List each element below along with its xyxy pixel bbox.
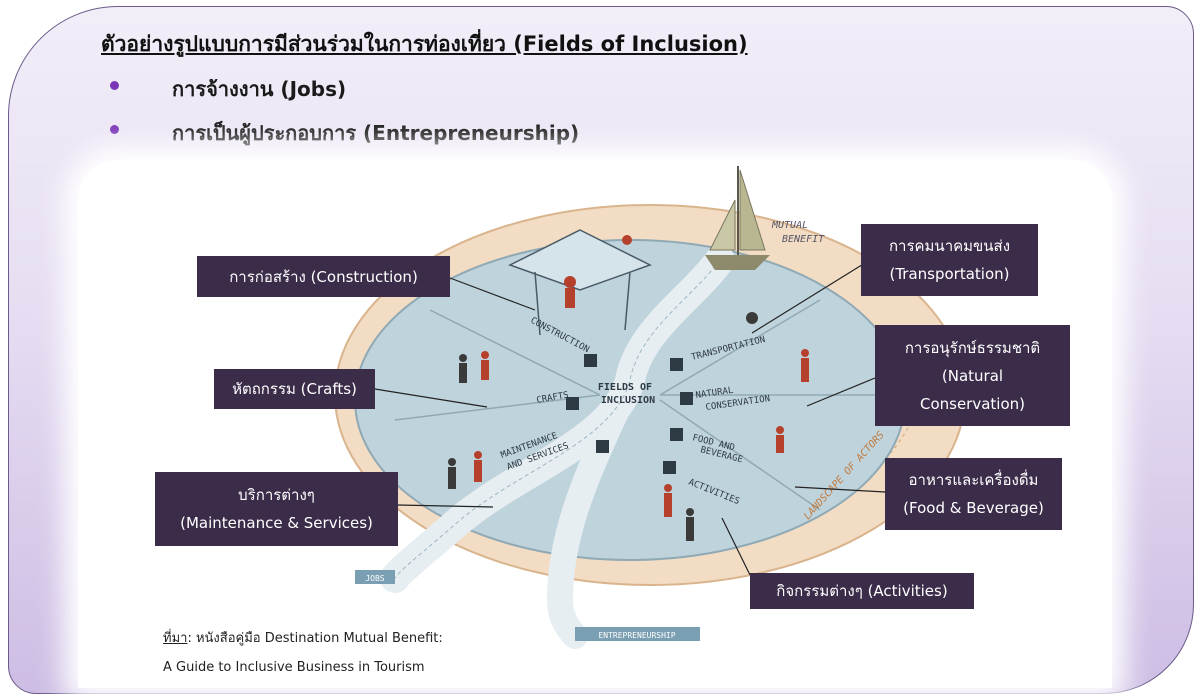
callout-text: (Food & Beverage) <box>903 499 1044 517</box>
source-text: : หนังสือคู่มือ Destination Mutual Benef… <box>187 631 443 646</box>
mutual-benefit-line: BENEFIT <box>782 234 825 245</box>
callout-text: การคมนาคมขนส่ง <box>888 237 1011 255</box>
callout-natural-conservation: การอนุรักษ์ธรรมชาติ (Natural Conservatio… <box>875 325 1070 426</box>
vehicle-icon <box>670 358 683 371</box>
callout-food-beverage: อาหารและเครื่องดื่ม (Food & Beverage) <box>885 458 1062 530</box>
bullet-text: การจ้างงาน (Jobs) <box>172 77 347 101</box>
center-label: FIELDS OF INCLUSION <box>598 382 658 406</box>
callout-construction: การก่อสร้าง (Construction) <box>197 256 450 297</box>
service-icon <box>596 440 609 453</box>
callout-text: (Maintenance & Services) <box>180 514 373 532</box>
hammer-icon <box>584 354 597 367</box>
callout-text: การก่อสร้าง (Construction) <box>229 267 418 286</box>
bullet-dot-icon <box>110 125 119 134</box>
mutual-benefit-line: MUTUAL <box>771 220 808 231</box>
callout-activities: กิจกรรมต่างๆ (Activities) <box>750 573 974 609</box>
food-icon <box>670 428 683 441</box>
sector-icons <box>566 354 693 474</box>
source-citation: ที่มา: หนังสือคู่มือ Destination Mutual … <box>163 624 443 682</box>
callout-text: บริการต่างๆ <box>238 486 315 504</box>
mutual-benefit-label: MUTUAL BENEFIT <box>771 220 825 245</box>
callout-maintenance: บริการต่างๆ (Maintenance & Services) <box>155 472 398 546</box>
source-label: ที่มา <box>163 631 188 646</box>
people-illustrations <box>448 312 809 541</box>
callout-text: (Transportation) <box>889 265 1010 283</box>
callout-leaders <box>374 262 886 576</box>
center-label-line: INCLUSION <box>601 395 655 406</box>
sailboat-icon <box>705 166 770 270</box>
callout-text: อาหารและเครื่องดื่ม <box>908 471 1039 489</box>
jobs-tag <box>355 570 395 584</box>
entrepreneurship-tag-label: ENTREPRENEURSHIP <box>598 631 675 640</box>
camera-icon <box>663 461 676 474</box>
construction-pavilion-icon <box>508 229 652 336</box>
bullet-dot-icon <box>110 81 119 90</box>
source-text-line2: A Guide to Inclusive Business in Tourism <box>163 660 425 675</box>
elephant-icon <box>680 392 693 405</box>
jobs-tag-label: JOBS <box>365 574 384 583</box>
center-label-line: FIELDS OF <box>598 382 652 393</box>
craft-icon <box>566 397 579 410</box>
entrepreneurship-tag <box>575 627 700 641</box>
callout-text: กิจกรรมต่างๆ (Activities) <box>776 582 948 600</box>
callout-text: การอนุรักษ์ธรรมชาติ <box>904 338 1041 357</box>
river-tags: JOBS ENTREPRENEURSHIP <box>355 570 700 641</box>
callout-transportation: การคมนาคมขนส่ง (Transportation) <box>861 224 1038 296</box>
callout-crafts: หัตถกรรม (Crafts) <box>214 369 375 409</box>
callout-text: (Natural <box>941 366 1004 385</box>
bullet-text: การเป็นผู้ประกอบการ (Entrepreneurship) <box>172 121 580 145</box>
slide-heading: ตัวอย่างรูปแบบการมีส่วนร่วมในการท่องเที่… <box>101 32 748 56</box>
callout-text: Conservation) <box>919 394 1026 413</box>
callout-text: หัตถกรรม (Crafts) <box>232 380 357 398</box>
river-of-mutual-benefit <box>380 245 735 649</box>
